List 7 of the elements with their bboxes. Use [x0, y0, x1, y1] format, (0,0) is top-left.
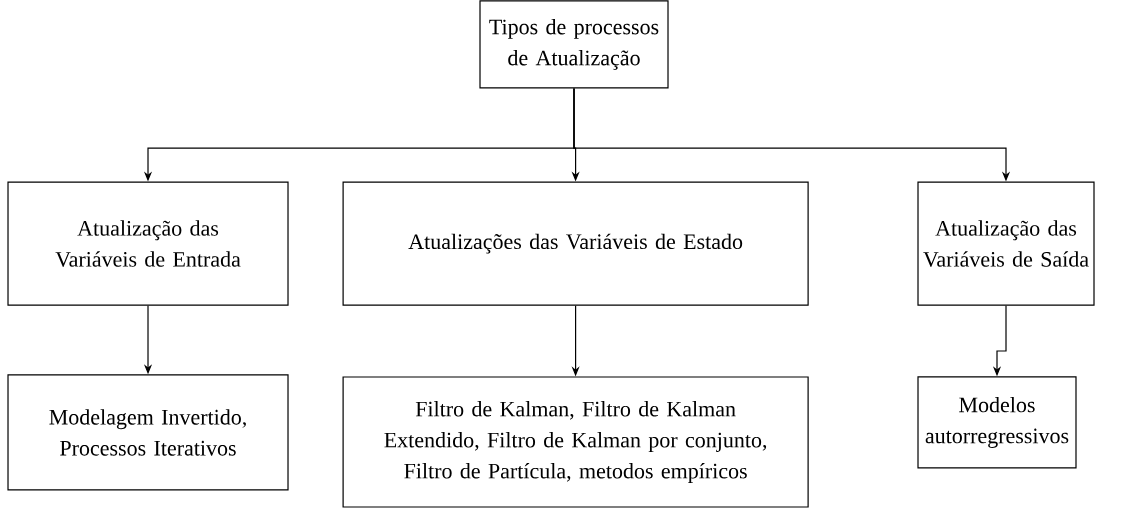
process-box: Modelagem Invertido, Processos Iterativos [7, 374, 289, 491]
process-box: Atualizações das Variáveis de Estado [342, 181, 809, 306]
process-box: Tipos de processos de Atualização [479, 0, 669, 89]
process-box: Modelos autorregressivos [917, 376, 1077, 469]
process-box: Filtro de Kalman, Filtro de Kalman Extendido, Filtro de Kalman por conjunto, Filtro de Partícula, metodos empíricos [342, 376, 809, 508]
process-box: Atualização das Variáveis de Entrada [7, 181, 289, 306]
process-box: Atualização das Variáveis de Saída [917, 181, 1095, 306]
